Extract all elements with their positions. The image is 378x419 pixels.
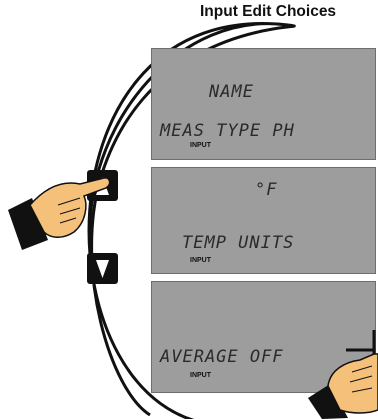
- pointing-hand-icon: [0, 0, 378, 419]
